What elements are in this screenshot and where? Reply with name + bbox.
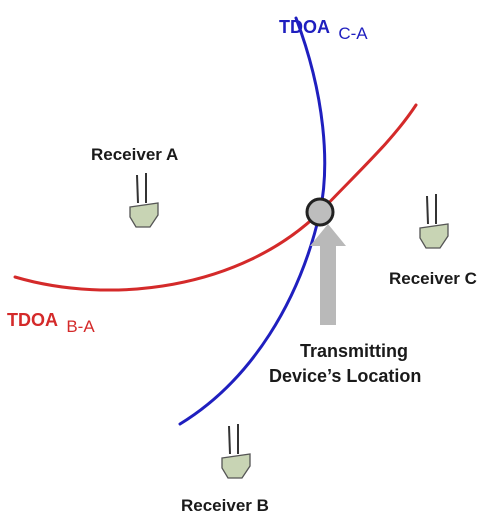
tdoa-ba-subscript: B-A [66,317,95,336]
tdoa-ba-label: TDOA B-A [7,310,95,336]
receiver-a-icon [129,173,159,228]
location-label-line2: Device’s Location [269,366,421,386]
receiver-a-label: Receiver A [91,145,178,164]
location-marker-icon [305,197,335,227]
pointer-arrow-icon [310,224,346,325]
tdoa-ca-main: TDOA [279,17,330,37]
receiver-c-label: Receiver C [389,269,477,288]
receiver-b-label: Receiver B [181,496,269,515]
tdoa-ca-curve [178,16,327,426]
location-label-line1: Transmitting [300,341,408,361]
tdoa-ba-curve [13,103,418,292]
tdoa-ba-main: TDOA [7,310,58,330]
tdoa-ca-subscript: C-A [338,24,368,43]
receiver-c-icon [419,194,449,249]
tdoa-ca-label: TDOA C-A [279,17,368,43]
receiver-b-icon [221,424,251,479]
